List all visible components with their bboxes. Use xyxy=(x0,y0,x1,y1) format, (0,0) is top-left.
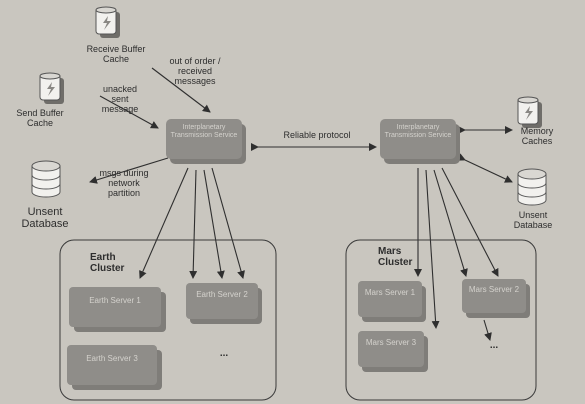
mars-server-2-node xyxy=(462,279,530,318)
mars-cluster-title: Mars Cluster xyxy=(378,246,413,268)
cache-icon xyxy=(517,96,542,128)
unsent-database-left-label: Unsent Database xyxy=(21,206,69,230)
arrow-earth-more xyxy=(211,167,245,279)
out-of-order-label: out of order / received messages xyxy=(169,56,221,86)
unacked-label: unacked sent message xyxy=(101,84,139,114)
its-right-node xyxy=(380,119,460,164)
arrow-mars-2a xyxy=(433,169,468,277)
earth-server-1-node xyxy=(69,287,166,332)
earth-more-servers: ... xyxy=(219,348,229,359)
its-left-node xyxy=(166,119,246,164)
database-icon xyxy=(31,160,61,198)
database-icon xyxy=(517,168,547,206)
earth-server-1-text: Earth Server 1 xyxy=(89,296,141,305)
unsent-database-right-label: Unsent Database xyxy=(513,210,553,230)
earth-server-2-node xyxy=(186,283,262,324)
msgs-partition-label: msgs during network partition xyxy=(99,168,149,198)
arrow-earth-1 xyxy=(139,167,189,279)
memory-caches-label: Memory Caches xyxy=(520,126,554,146)
mars-cluster-box xyxy=(345,239,537,401)
cache-icon xyxy=(95,6,120,38)
arrow-unsent-db xyxy=(89,157,169,184)
mars-server-2-text: Mars Server 2 xyxy=(468,285,520,294)
earth-cluster-title: Earth Cluster xyxy=(90,252,125,274)
earth-server-3-node xyxy=(67,345,162,390)
arrow-mars-more xyxy=(483,319,492,341)
its-right-text: Interplanetary Transmission Service xyxy=(384,124,452,139)
mars-server-1-node xyxy=(358,281,426,322)
reliable-protocol-label: Reliable protocol xyxy=(283,130,351,140)
earth-server-3-text: Earth Server 3 xyxy=(86,354,138,363)
its-left-text: Interplanetary Transmission Service xyxy=(170,124,238,139)
arrow-unsent-db-right xyxy=(456,153,513,183)
send-buffer-label: Send Buffer Cache xyxy=(16,108,64,128)
mars-server-3-text: Mars Server 3 xyxy=(365,338,417,347)
cache-icon xyxy=(39,72,64,104)
earth-server-2-text: Earth Server 2 xyxy=(196,290,248,299)
arrow-mars-2b xyxy=(441,167,499,277)
mars-more-servers: ... xyxy=(489,340,499,351)
arrow-earth-2b xyxy=(203,169,225,279)
earth-cluster-box xyxy=(59,239,277,401)
receive-buffer-label: Receive Buffer Cache xyxy=(86,44,146,64)
arrow-mars-3 xyxy=(425,169,440,329)
arrow-earth-2a xyxy=(189,169,198,279)
arrow-receive-to-its xyxy=(151,67,211,113)
mars-server-1-text: Mars Server 1 xyxy=(364,288,416,297)
arrow-send-buffer xyxy=(99,95,159,129)
mars-server-3-node xyxy=(358,331,428,372)
